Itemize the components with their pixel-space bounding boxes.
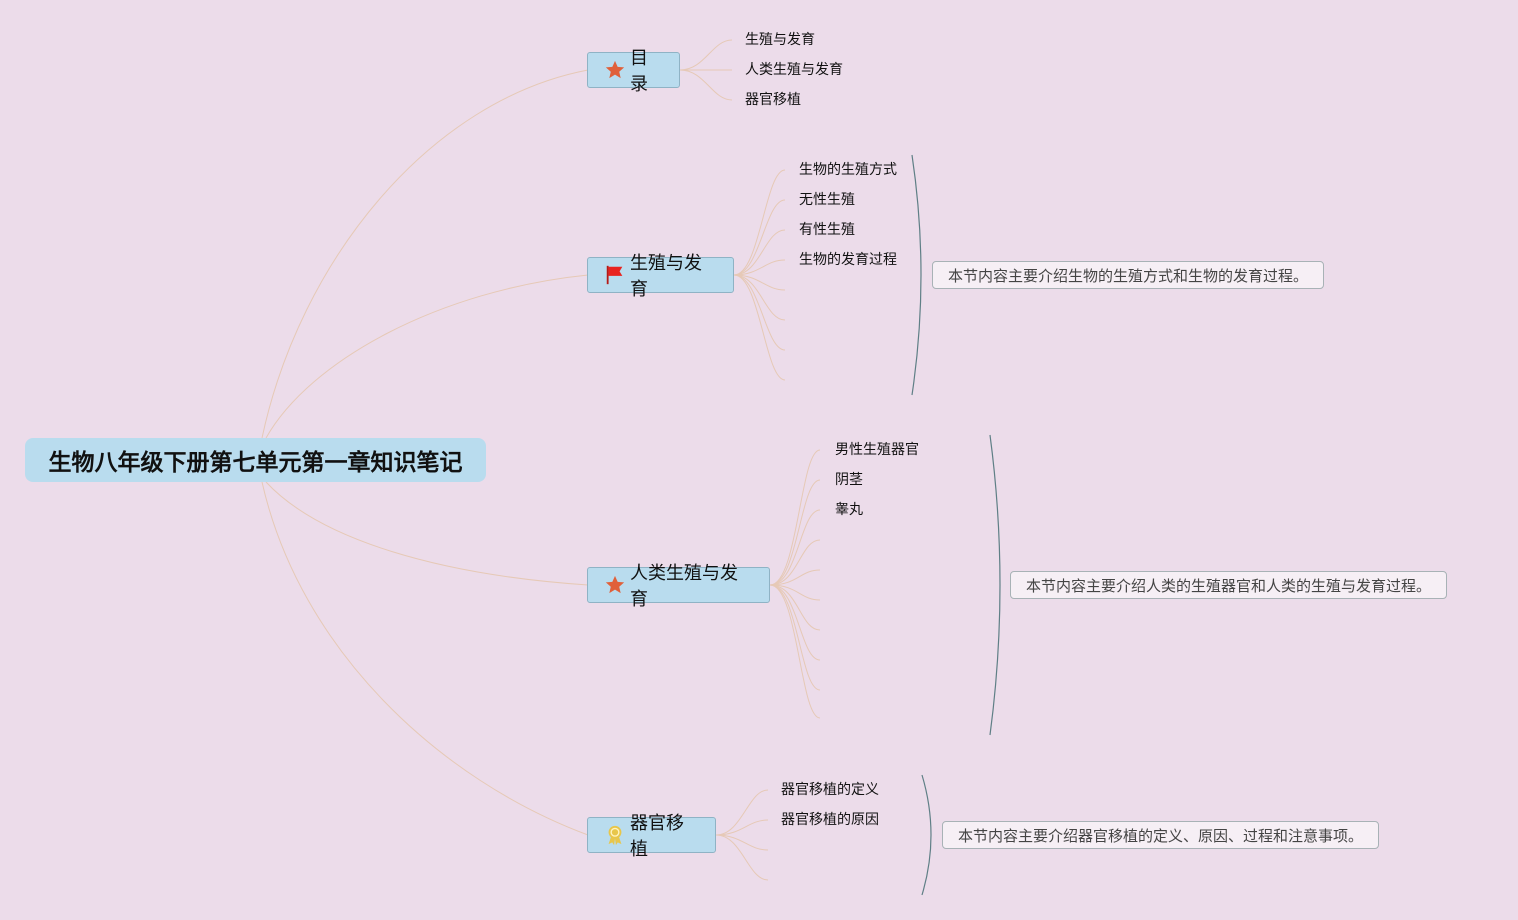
summary-bracket-reproduction — [911, 154, 922, 396]
leaf-toc-2[interactable]: 人类生殖与发育 — [745, 62, 843, 78]
topic-toc-label: 目录 — [630, 48, 648, 95]
topic-toc[interactable]: 目录 — [587, 48, 680, 95]
summary-transplant[interactable]: 本节内容主要介绍器官移植的定义、原因、过程和注意事项。 — [942, 821, 1380, 849]
topic-human-label: 人类生殖与发育 — [630, 563, 738, 610]
root-topic-label: 生物八年级下册第七单元第一章知识笔记 — [48, 450, 463, 476]
award-ribbon-icon — [604, 824, 626, 846]
topic-reproduction-label: 生殖与发育 — [630, 253, 702, 300]
summary-human-text: 本节内容主要介绍人类的生殖器官和人类的生殖与发育过程。 — [1026, 576, 1432, 595]
leaf-reproduction-2[interactable]: 无性生殖 — [799, 192, 855, 208]
star-icon — [604, 59, 626, 81]
leaf-human-3[interactable]: 睾丸 — [835, 502, 863, 518]
leaf-toc-1[interactable]: 生殖与发育 — [745, 32, 815, 48]
summary-bracket-human — [989, 434, 1001, 736]
summary-human[interactable]: 本节内容主要介绍人类的生殖器官和人类的生殖与发育过程。 — [1010, 571, 1448, 599]
leaf-reproduction-3[interactable]: 有性生殖 — [799, 222, 855, 238]
leaf-toc-3[interactable]: 器官移植 — [745, 92, 801, 108]
leaf-transplant-1[interactable]: 器官移植的定义 — [781, 782, 879, 798]
topic-transplant-label: 器官移植 — [630, 813, 684, 860]
topic-transplant[interactable]: 器官移植 — [587, 813, 716, 860]
leaf-transplant-2[interactable]: 器官移植的原因 — [781, 812, 879, 828]
root-topic[interactable]: 生物八年级下册第七单元第一章知识笔记 — [25, 438, 486, 482]
leaf-reproduction-4[interactable]: 生物的发育过程 — [799, 252, 897, 268]
link-root-reproduction — [265, 274, 589, 439]
summary-bracket-transplant — [921, 774, 932, 896]
link-root-toc — [261, 69, 589, 439]
link-root-human — [265, 481, 589, 586]
summary-reproduction-text: 本节内容主要介绍生物的生殖方式和生物的发育过程。 — [948, 266, 1309, 285]
summary-reproduction[interactable]: 本节内容主要介绍生物的生殖方式和生物的发育过程。 — [932, 261, 1325, 289]
topic-reproduction[interactable]: 生殖与发育 — [587, 253, 734, 300]
red-flag-icon — [604, 264, 626, 286]
summary-transplant-text: 本节内容主要介绍器官移植的定义、原因、过程和注意事项。 — [958, 826, 1364, 845]
star-icon — [604, 574, 626, 596]
link-root-transplant — [261, 481, 589, 836]
leaf-human-2[interactable]: 阴茎 — [835, 472, 863, 488]
leaf-reproduction-1[interactable]: 生物的生殖方式 — [799, 162, 897, 178]
topic-human[interactable]: 人类生殖与发育 — [587, 563, 770, 610]
leaf-human-1[interactable]: 男性生殖器官 — [835, 442, 919, 458]
